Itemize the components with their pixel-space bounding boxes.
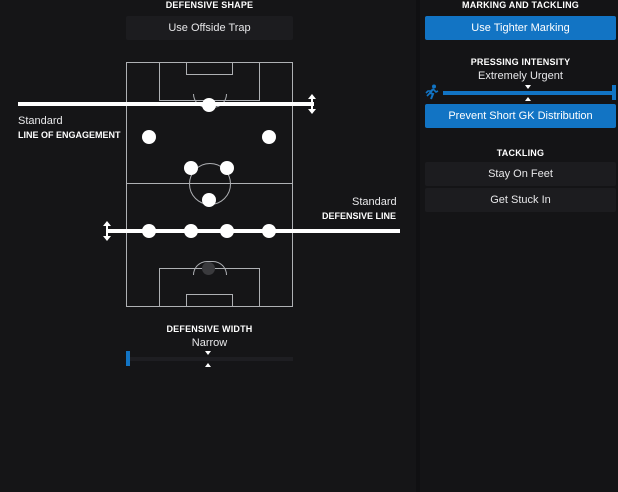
player-right-central-midfielder[interactable] — [220, 161, 234, 175]
pressing-intensity-title: PRESSING INTENSITY — [470, 57, 571, 67]
player-right-back[interactable] — [262, 224, 276, 238]
tighter-marking-button[interactable]: Use Tighter Marking — [425, 16, 616, 40]
defensive-line-bar[interactable] — [107, 229, 400, 233]
defensive-width-slider-track[interactable] — [126, 357, 293, 361]
pressing-intensity-value: Extremely Urgent — [478, 70, 563, 82]
pressing-intensity-slider-track[interactable] — [443, 91, 616, 95]
defensive-width-slider-handle[interactable] — [126, 351, 130, 366]
prevent-short-gk-distribution-button[interactable]: Prevent Short GK Distribution — [425, 104, 616, 128]
player-goalkeeper[interactable] — [202, 262, 215, 275]
running-player-icon — [425, 84, 439, 100]
marking-tackling-title: MARKING AND TACKLING — [462, 0, 579, 10]
defensive-line-value: Standard — [352, 196, 397, 208]
line-of-engagement-adjust-icon[interactable] — [307, 94, 317, 114]
line-of-engagement-value: Standard — [18, 115, 63, 127]
left-panel — [0, 0, 416, 492]
bottom-goal-area — [186, 294, 233, 307]
player-defensive-midfielder[interactable] — [202, 193, 216, 207]
line-of-engagement-bar[interactable] — [18, 102, 314, 106]
stay-on-feet-button[interactable]: Stay On Feet — [425, 162, 616, 186]
defensive-shape-title: DEFENSIVE SHAPE — [165, 0, 254, 10]
player-left-centre-back[interactable] — [184, 224, 198, 238]
tackling-title: TACKLING — [496, 148, 545, 158]
line-of-engagement-label: LINE OF ENGAGEMENT — [18, 130, 121, 140]
player-left-winger[interactable] — [142, 130, 156, 144]
right-panel — [420, 0, 618, 492]
defensive-width-title: DEFENSIVE WIDTH — [166, 324, 253, 334]
offside-trap-button[interactable]: Use Offside Trap — [126, 16, 293, 40]
panel-divider — [416, 0, 420, 492]
player-right-centre-back[interactable] — [220, 224, 234, 238]
pressing-intensity-slider-handle[interactable] — [612, 85, 616, 100]
top-goal-area — [186, 63, 233, 75]
get-stuck-in-button[interactable]: Get Stuck In — [425, 188, 616, 212]
player-striker[interactable] — [202, 98, 216, 112]
defensive-line-label: DEFENSIVE LINE — [322, 211, 397, 221]
player-left-back[interactable] — [142, 224, 156, 238]
defensive-width-default-marker-icon — [205, 351, 211, 367]
player-right-winger[interactable] — [262, 130, 276, 144]
defensive-line-adjust-icon[interactable] — [102, 221, 112, 241]
player-left-central-midfielder[interactable] — [184, 161, 198, 175]
defensive-width-value: Narrow — [191, 337, 228, 349]
pressing-intensity-default-marker-icon — [525, 85, 531, 101]
